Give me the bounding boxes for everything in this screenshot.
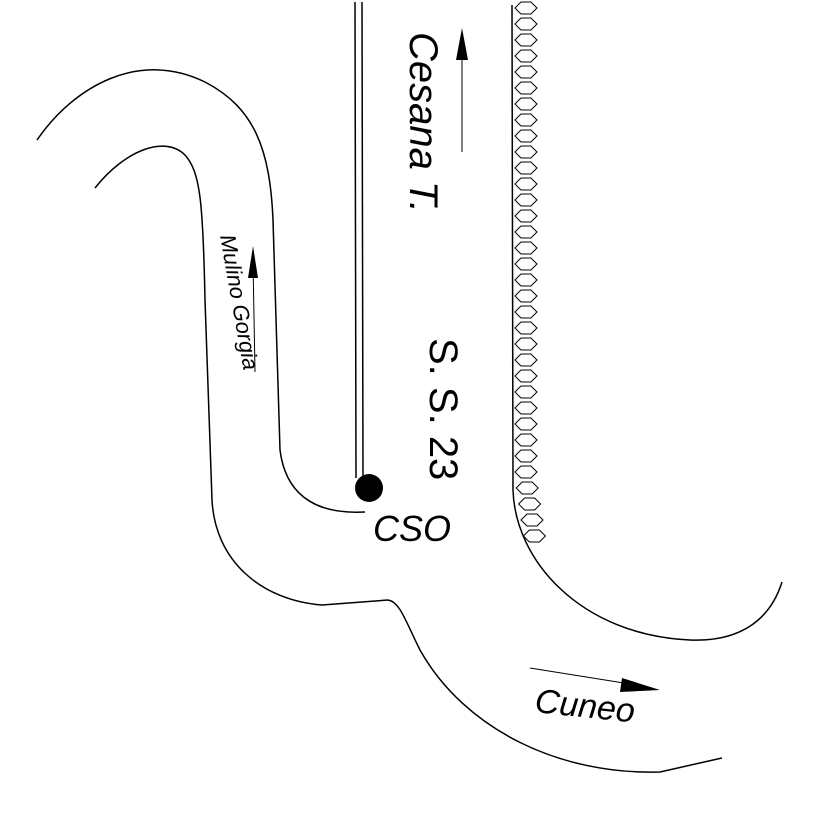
- cso-label: CSO: [373, 508, 451, 549]
- wall-hatch-cell: [514, 433, 538, 447]
- cso-point: [355, 474, 383, 502]
- cuneo-direction-arrow: [529, 667, 660, 692]
- wall-hatch-cell: [514, 81, 538, 95]
- wall-hatch-cell: [514, 129, 538, 143]
- mulino-direction-arrow: [248, 246, 258, 373]
- wall-hatch-cell: [514, 417, 538, 431]
- wall-hatch-cell: [517, 497, 542, 511]
- cesana-label: Cesana T.: [401, 32, 445, 213]
- wall-hatch-cell: [514, 465, 538, 479]
- wall-hatch-cell: [514, 305, 538, 319]
- wall-hatch-cell: [514, 257, 538, 271]
- wall-hatch-cell: [514, 209, 538, 223]
- pipeline-left-line: [354, 1, 357, 479]
- wall-hatch-cell: [514, 17, 538, 31]
- wall-hatch-cell: [514, 401, 538, 415]
- retaining-wall-hatch: [514, 1, 547, 543]
- wall-hatch-cell: [514, 97, 538, 111]
- cesana-direction-arrow: [456, 28, 468, 152]
- wall-hatch-cell: [514, 369, 538, 383]
- wall-hatch-cell: [514, 49, 538, 63]
- wall-hatch-cell: [514, 385, 538, 399]
- left-outer-bank: [36, 69, 366, 513]
- wall-hatch-cell: [514, 65, 538, 79]
- wall-hatch-cell: [514, 289, 538, 303]
- wall-hatch-cell: [514, 193, 538, 207]
- wall-hatch-cell: [514, 113, 538, 127]
- wall-hatch-cell: [514, 321, 538, 335]
- wall-hatch-cell: [514, 241, 538, 255]
- wall-hatch-cell: [514, 449, 538, 463]
- wall-hatch-cell: [514, 353, 538, 367]
- wall-hatch-cell: [522, 529, 547, 543]
- wall-hatch-cell: [515, 481, 539, 495]
- wall-hatch-cell: [514, 145, 538, 159]
- wall-hatch-cell: [514, 337, 538, 351]
- left-inner-bank: [94, 145, 723, 773]
- mulino-gorgia-label: Mulino Gorgia: [215, 233, 263, 372]
- wall-hatch-cell: [520, 513, 544, 527]
- pipeline-right-line: [361, 1, 364, 479]
- ss23-label: S. S. 23: [421, 338, 465, 480]
- wall-hatch-cell: [514, 177, 538, 191]
- right-bank: [511, 4, 783, 641]
- wall-hatch-cell: [514, 161, 538, 175]
- wall-hatch-cell: [514, 1, 538, 15]
- wall-hatch-cell: [514, 225, 538, 239]
- wall-hatch-cell: [514, 273, 538, 287]
- wall-hatch-cell: [514, 33, 538, 47]
